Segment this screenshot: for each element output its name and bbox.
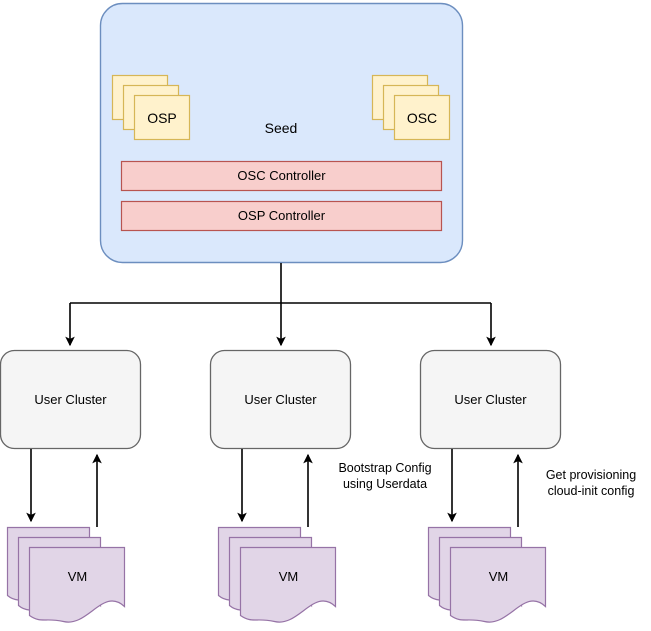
vm-doc-front-1 [28, 546, 126, 623]
osc-card-front [393, 94, 451, 141]
user-cluster-box-2 [209, 349, 352, 450]
vm-doc-front-3 [449, 546, 547, 623]
vm-stack-3 [427, 526, 547, 623]
cluster-vm-edges-2 [237, 449, 313, 527]
osp-controller-bar [120, 200, 443, 232]
vm-stack-1 [6, 526, 126, 623]
user-cluster-box-1 [0, 349, 142, 450]
osc-card-stack [371, 74, 451, 141]
osp-card-stack [111, 74, 191, 141]
cluster-vm-edges-3 [447, 449, 523, 527]
vm-doc-front-2 [239, 546, 337, 623]
vm-stack-2 [217, 526, 337, 623]
cluster-vm-edges-1 [26, 449, 102, 527]
seed-container [99, 2, 464, 264]
osp-card-front [133, 94, 191, 141]
seed-to-clusters-connector [65, 263, 496, 347]
user-cluster-box-3 [419, 349, 562, 450]
osc-controller-bar [120, 160, 443, 192]
